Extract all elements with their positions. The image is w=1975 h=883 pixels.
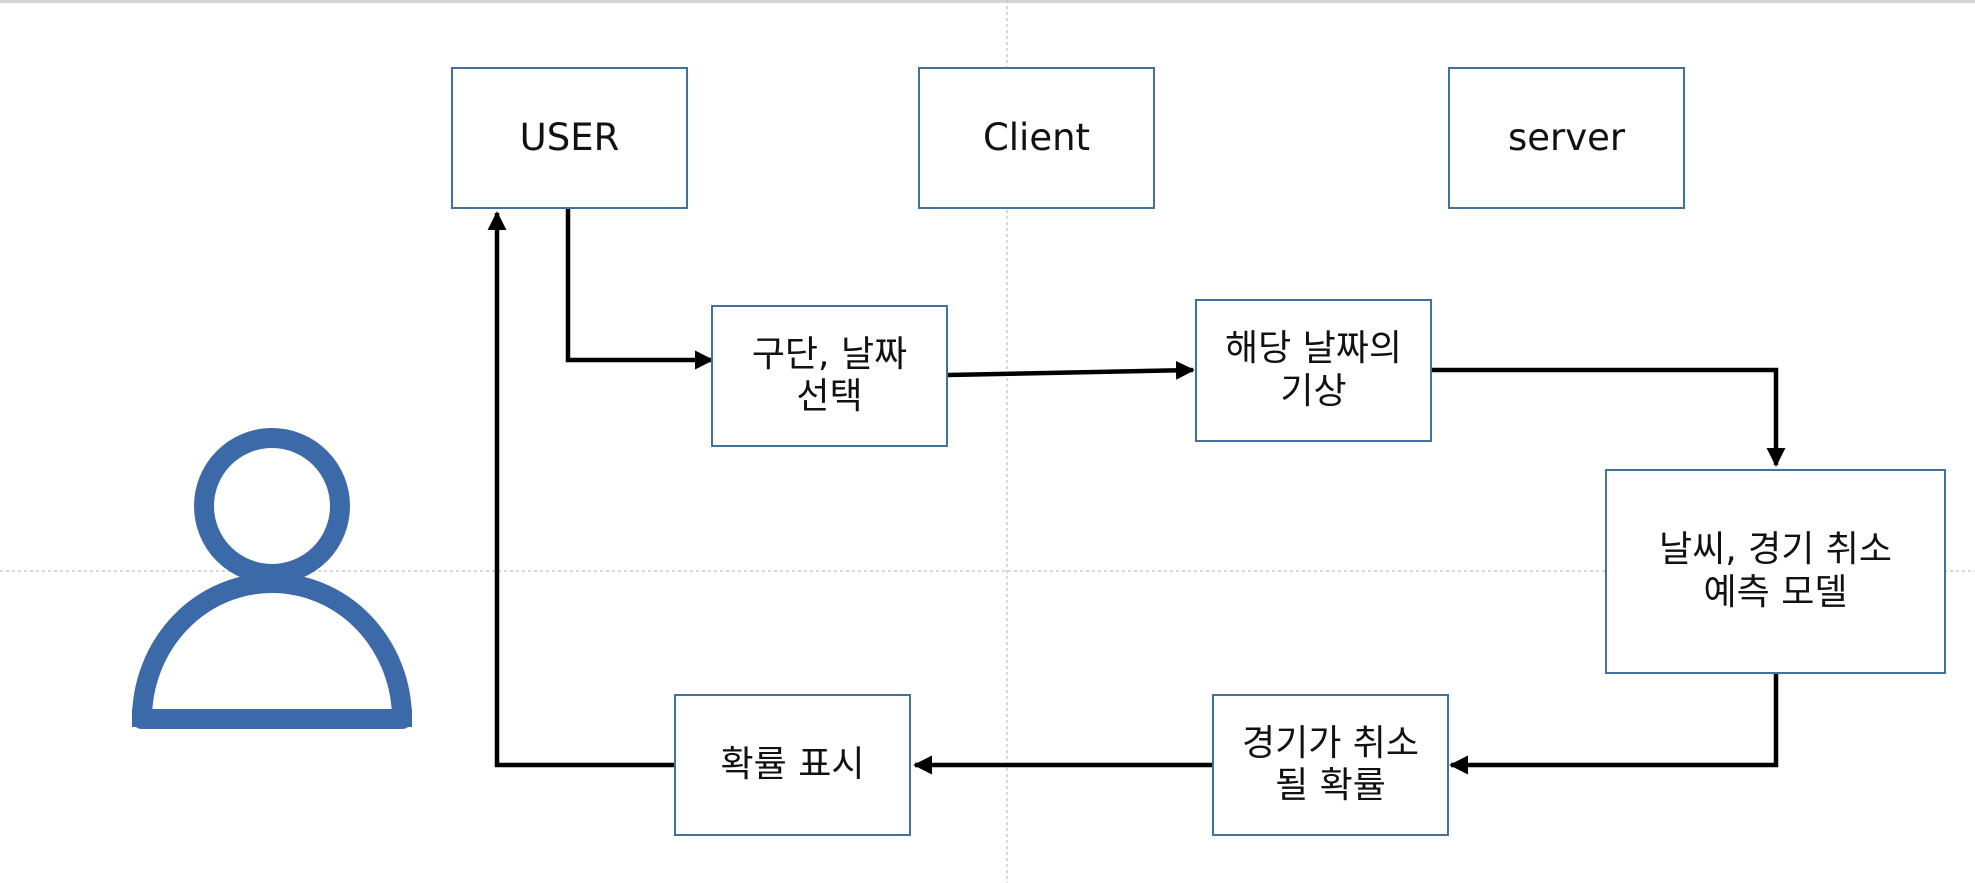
select-team-date-label: 구단, 날짜 선택 (751, 333, 908, 417)
display-probability-label: 확률 표시 (720, 743, 865, 785)
user-header-label: USER (519, 116, 620, 160)
date-weather-label: 해당 날짜의 기상 (1224, 328, 1403, 412)
user-header-box: USER (451, 67, 688, 209)
arrow-model-to-probability (1449, 674, 1779, 775)
prediction-model-label: 날씨, 경기 취소 예측 모델 (1658, 529, 1893, 613)
person-icon (132, 428, 412, 729)
date-weather-box: 해당 날짜의 기상 (1195, 299, 1432, 442)
server-header-label: server (1507, 116, 1626, 160)
client-header-label: Client (982, 116, 1091, 160)
arrow-select-to-weather (947, 360, 1195, 380)
arrow-display-to-user (487, 211, 674, 768)
server-header-box: server (1448, 67, 1685, 209)
cancel-probability-box: 경기가 취소 될 확률 (1212, 694, 1449, 836)
arrow-weather-to-model (1432, 367, 1786, 467)
client-header-box: Client (918, 67, 1155, 209)
cancel-probability-label: 경기가 취소 될 확률 (1241, 722, 1420, 806)
arrow-user-to-select (565, 207, 714, 370)
top-border (0, 0, 1975, 3)
display-probability-box: 확률 표시 (674, 694, 911, 836)
select-team-date-box: 구단, 날짜 선택 (711, 305, 948, 447)
prediction-model-box: 날씨, 경기 취소 예측 모델 (1605, 469, 1946, 674)
